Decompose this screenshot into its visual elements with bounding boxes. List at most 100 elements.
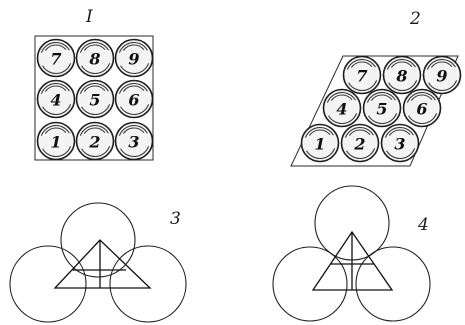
numbered-ball: 9 — [114, 38, 154, 78]
numbered-ball: 8 — [382, 55, 422, 95]
ball-shading-stroke — [81, 63, 111, 75]
ball-shading-stroke — [348, 80, 378, 92]
ball-number: 5 — [376, 100, 387, 119]
ball-shading-stroke — [118, 82, 148, 94]
figure-4-right-circle — [355, 246, 431, 322]
ball-number: 1 — [314, 135, 325, 154]
numbered-ball: 2 — [340, 123, 380, 163]
figure-4-label: 4 — [417, 215, 429, 235]
numbered-ball: 5 — [362, 88, 402, 128]
ball-number: 2 — [88, 133, 100, 152]
numbered-ball: 4 — [322, 88, 362, 128]
ball-shading-stroke — [348, 129, 371, 136]
numbered-ball: 3 — [114, 121, 154, 161]
ball-shading-stroke — [122, 44, 145, 51]
ball-shading-stroke — [40, 124, 70, 136]
ball-shading-stroke — [40, 82, 70, 94]
figure-3-right-circle — [109, 245, 187, 323]
ball-shading-stroke — [44, 44, 67, 51]
figure-1-label: I — [85, 7, 93, 27]
ball-number: 9 — [436, 67, 447, 86]
ball-number: 7 — [50, 50, 61, 69]
numbered-ball: 8 — [75, 38, 115, 78]
ball-shading-stroke — [350, 61, 373, 68]
ball-shading-stroke — [40, 41, 70, 53]
ball-shading-stroke — [308, 129, 331, 136]
figure-4: 4 — [272, 185, 431, 322]
figure-2-label: 2 — [409, 9, 421, 29]
ball-number: 1 — [50, 133, 61, 152]
ball-shading-stroke — [388, 129, 411, 136]
ball-number: 6 — [416, 100, 427, 119]
ball-shading-stroke — [79, 124, 109, 136]
ball-shading-stroke — [81, 146, 111, 158]
ball-number: 9 — [128, 50, 139, 69]
ball-shading-stroke — [346, 58, 376, 70]
ball-shading-stroke — [118, 41, 148, 53]
figure-3: 3 — [9, 202, 187, 323]
ball-shading-stroke — [368, 113, 398, 125]
figure-3-triangle — [53, 239, 152, 289]
ball-shading-stroke — [79, 41, 109, 53]
ball-shading-stroke — [410, 94, 433, 101]
ball-shading-stroke — [122, 85, 145, 92]
figure-4-left-circle — [272, 246, 348, 322]
ball-number: 4 — [50, 91, 61, 110]
ball-shading-stroke — [344, 126, 374, 138]
ball-shading-stroke — [390, 61, 413, 68]
ball-number: 8 — [395, 67, 407, 86]
ball-shading-stroke — [83, 44, 106, 51]
ball-shading-stroke — [384, 126, 414, 138]
figure-3-label: 3 — [170, 209, 181, 229]
ball-shading-stroke — [406, 91, 436, 103]
numbered-ball: 6 — [402, 88, 442, 128]
ball-shading-stroke — [44, 85, 67, 92]
ball-shading-stroke — [386, 148, 416, 160]
ball-shading-stroke — [122, 127, 145, 134]
ball-number: 4 — [336, 100, 347, 119]
ball-shading-stroke — [304, 126, 334, 138]
numbered-ball: 2 — [75, 121, 115, 161]
ball-shading-stroke — [328, 113, 358, 125]
ball-shading-stroke — [426, 58, 456, 70]
ball-shading-stroke — [118, 124, 148, 136]
figure-3-left-circle — [9, 245, 87, 323]
figure-1: I 7 8 9 4 5 6 1 2 3 — [34, 7, 154, 161]
ball-shading-stroke — [430, 61, 453, 68]
ball-shading-stroke — [388, 80, 418, 92]
numbered-ball: 4 — [36, 79, 76, 119]
ball-shading-stroke — [306, 148, 336, 160]
ball-shading-stroke — [42, 104, 72, 116]
ball-number: 7 — [356, 67, 367, 86]
ball-shading-stroke — [330, 94, 353, 101]
numbered-ball: 9 — [422, 55, 462, 95]
numbered-ball: 6 — [114, 79, 154, 119]
ball-shading-stroke — [81, 104, 111, 116]
ball-shading-stroke — [120, 146, 150, 158]
ball-shading-stroke — [83, 127, 106, 134]
ball-shading-stroke — [42, 63, 72, 75]
ball-shading-stroke — [120, 104, 150, 116]
ball-number: 5 — [89, 91, 100, 110]
ball-shading-stroke — [346, 148, 376, 160]
ball-shading-stroke — [326, 91, 356, 103]
ball-number: 3 — [128, 133, 139, 152]
figure-1-balls: 7 8 9 4 5 6 1 2 3 — [36, 38, 154, 161]
ball-shading-stroke — [120, 63, 150, 75]
numbered-ball: 5 — [75, 79, 115, 119]
ball-shading-stroke — [44, 127, 67, 134]
ball-shading-stroke — [386, 58, 416, 70]
numbered-ball: 1 — [36, 121, 76, 161]
numbered-ball: 7 — [36, 38, 76, 78]
ball-number: 6 — [128, 91, 139, 110]
ball-number: 8 — [88, 50, 100, 69]
figure-3-top-circle — [60, 202, 136, 278]
ball-number: 3 — [394, 135, 405, 154]
ball-shading-stroke — [42, 146, 72, 158]
ball-shading-stroke — [366, 91, 396, 103]
ball-shading-stroke — [79, 82, 109, 94]
numbered-ball: 7 — [342, 55, 382, 95]
ball-shading-stroke — [83, 85, 106, 92]
ball-shading-stroke — [408, 113, 438, 125]
